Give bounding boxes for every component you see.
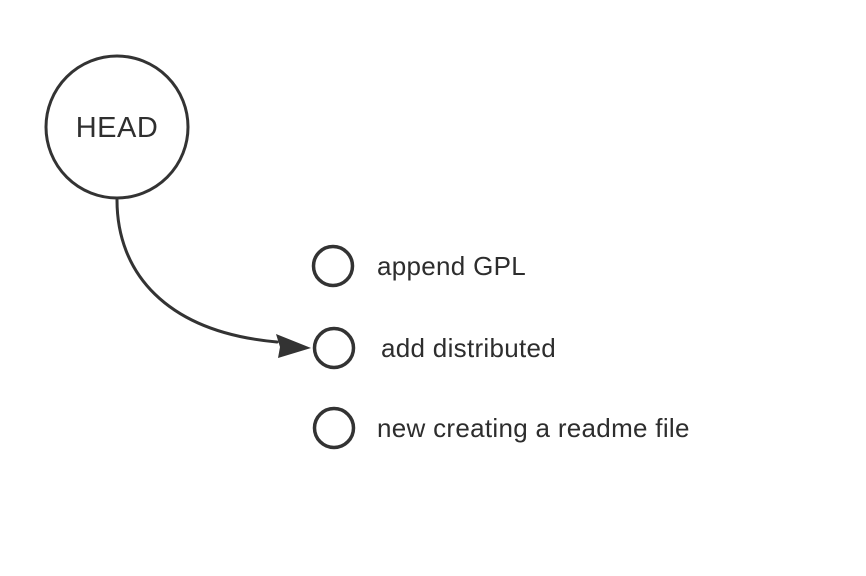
head-node-label: HEAD: [76, 112, 159, 144]
commit-node-circle: [312, 326, 356, 370]
commit-label: add distributed: [381, 333, 556, 363]
head-node-circle: [44, 54, 190, 200]
commit-label: append GPL: [377, 251, 526, 281]
commit-node-circle: [312, 406, 356, 450]
commit-label: new creating a readme file: [377, 413, 690, 443]
commit-node-circle: [311, 244, 355, 288]
head-arrow-head-icon: [276, 334, 311, 358]
head-arrow-curve: [115, 198, 279, 344]
